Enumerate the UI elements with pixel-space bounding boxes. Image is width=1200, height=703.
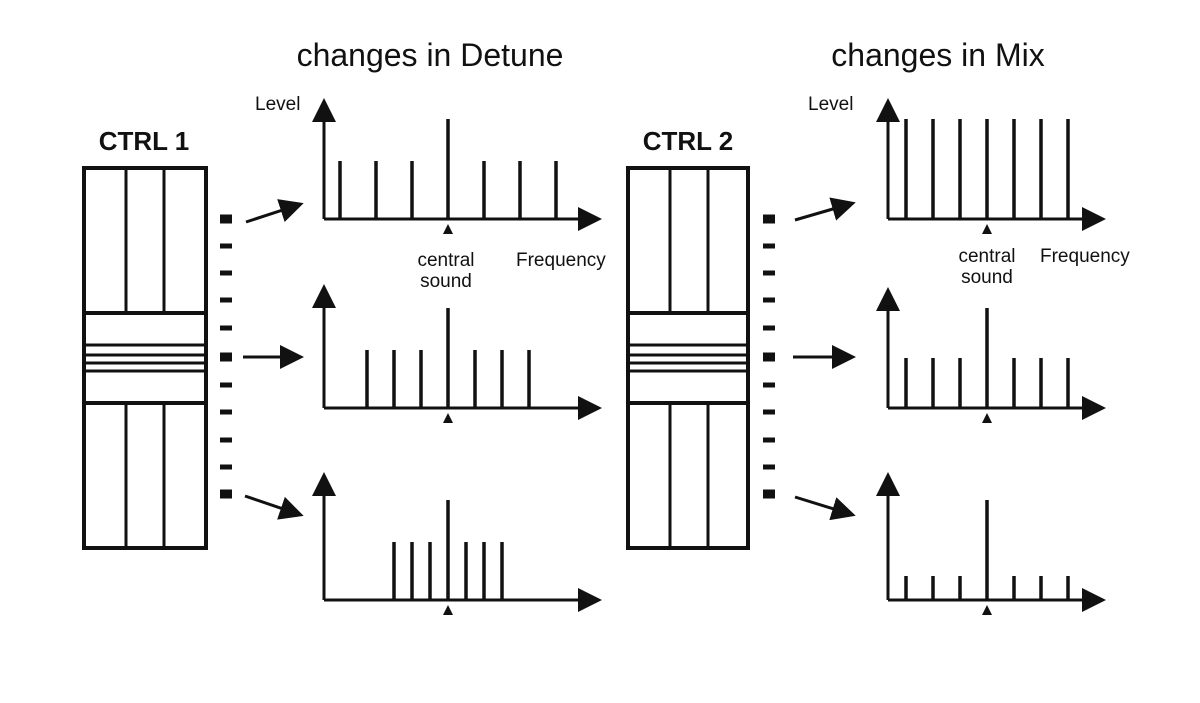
central-sound-label-line2: sound <box>420 271 472 292</box>
scale-tick <box>220 297 232 303</box>
scale-tick <box>763 243 775 249</box>
ctrl-2-scale <box>763 214 775 499</box>
central-sound-label-line1: central <box>958 246 1015 267</box>
arrow-bottom <box>794 495 856 521</box>
fader-knob[interactable] <box>626 311 750 405</box>
scale-tick <box>220 409 232 415</box>
scale-tick <box>763 489 775 499</box>
level-axis-label: Level <box>255 94 300 115</box>
spectrum-graph <box>876 98 1106 234</box>
spectrum-graph <box>312 284 602 423</box>
fader-knob[interactable] <box>82 311 208 405</box>
scale-tick <box>763 437 775 443</box>
central-sound-label-line2: sound <box>961 267 1013 288</box>
scale-tick <box>220 464 232 470</box>
scale-tick <box>763 325 775 331</box>
scale-tick <box>763 409 775 415</box>
level-axis-label: Level <box>808 94 853 115</box>
arrow-top <box>245 199 304 224</box>
scale-tick <box>220 437 232 443</box>
mix-graphs <box>876 98 1106 615</box>
central-sound-marker <box>443 413 453 423</box>
scale-tick <box>220 243 232 249</box>
scale-tick <box>220 489 232 499</box>
central-sound-marker <box>443 605 453 615</box>
ctrl-2-arrows <box>793 197 856 521</box>
detune-graphs <box>312 98 602 615</box>
central-sound-marker <box>982 224 992 234</box>
spectrum-graph <box>876 472 1106 615</box>
arrow-bottom <box>244 494 304 520</box>
scale-tick <box>220 325 232 331</box>
scale-tick <box>220 352 232 362</box>
mix-section-title: changes in Mix <box>831 37 1044 73</box>
scale-tick <box>763 297 775 303</box>
scale-tick <box>220 214 232 224</box>
frequency-axis-label: Frequency <box>516 250 606 271</box>
ctrl-1-scale <box>220 214 232 499</box>
spectrum-graph <box>876 287 1106 423</box>
spectrum-graph <box>312 98 602 234</box>
scale-tick <box>220 270 232 276</box>
detune-section-title: changes in Detune <box>297 37 564 73</box>
scale-tick <box>763 382 775 388</box>
ctrl-1-label: CTRL 1 <box>99 126 190 156</box>
spectrum-graph <box>312 472 602 615</box>
scale-tick <box>763 352 775 362</box>
central-sound-marker <box>982 413 992 423</box>
ctrl-2-label: CTRL 2 <box>643 126 734 156</box>
scale-tick <box>763 464 775 470</box>
central-sound-marker <box>443 224 453 234</box>
ctrl-2-fader[interactable] <box>626 166 750 550</box>
central-sound-marker <box>982 605 992 615</box>
ctrl-1-arrows <box>243 199 304 520</box>
scale-tick <box>220 382 232 388</box>
frequency-axis-label: Frequency <box>1040 246 1130 267</box>
arrow-top <box>794 197 856 222</box>
ctrl-1-fader[interactable] <box>82 166 208 550</box>
scale-tick <box>763 270 775 276</box>
central-sound-label-line1: central <box>417 250 474 271</box>
scale-tick <box>763 214 775 224</box>
